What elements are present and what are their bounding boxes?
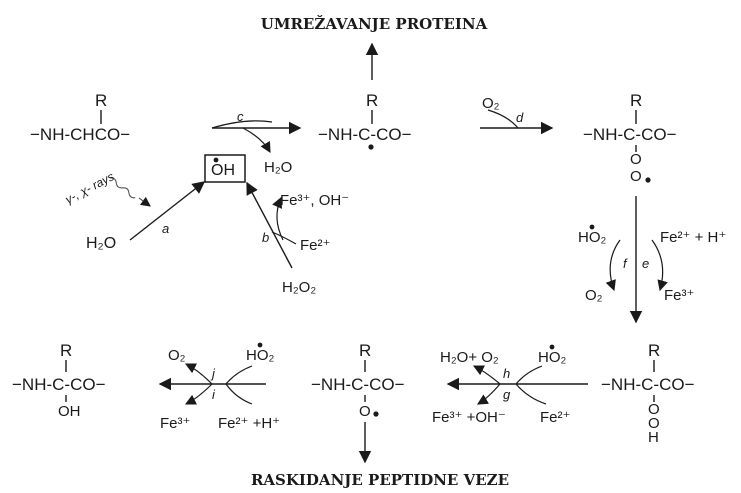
- ho2-f: HO₂: [578, 229, 607, 246]
- ho2-j-dot: [257, 342, 263, 348]
- molecule-2: R −NH-C-CO−: [318, 91, 412, 150]
- step-c-label: c: [237, 109, 244, 124]
- h2o-reactant: H₂O: [86, 235, 116, 252]
- h2o-o2-h: H₂O+ O₂: [440, 349, 499, 366]
- step-a: H₂O a γ-, χ- rays: [63, 169, 206, 252]
- molecule-6-chain: −NH-C-CO−: [12, 375, 106, 394]
- molecule-1-r: R: [95, 91, 107, 110]
- o2-f: O₂: [585, 287, 603, 304]
- hydroxyl-radical-box: OH: [204, 154, 246, 183]
- step-g-h: H₂O+ O₂ HO₂ h g Fe³⁺ +OH⁻ Fe²⁺: [432, 344, 588, 426]
- step-a-label: a: [162, 221, 169, 236]
- step-g-label: g: [503, 387, 511, 402]
- molecule-5-r: R: [359, 341, 371, 360]
- molecule-6-oh: OH: [58, 403, 81, 420]
- ho2-h: HO₂: [538, 349, 567, 366]
- molecule-2-radical-dot: [368, 144, 374, 150]
- ho2-j: HO₂: [246, 347, 275, 364]
- fe3-e: Fe³⁺: [664, 287, 694, 304]
- fe3-oh-g: Fe³⁺ +OH⁻: [432, 409, 506, 426]
- fe2-g: Fe²⁺: [540, 409, 570, 426]
- molecule-3-o1: O: [630, 151, 642, 168]
- step-e-label: e: [642, 256, 649, 271]
- molecule-4-h: H: [648, 429, 659, 446]
- molecule-3-radical-dot: [645, 177, 651, 183]
- step-h-label: h: [503, 366, 510, 381]
- step-f-label: f: [623, 256, 628, 271]
- molecule-5-radical-dot: [373, 411, 379, 417]
- fe2-h-e: Fe²⁺ + H⁺: [660, 229, 726, 246]
- molecule-3: R −NH-C-CO− O O: [583, 91, 677, 185]
- molecule-2-r: R: [366, 91, 378, 110]
- molecule-6-r: R: [60, 341, 72, 360]
- step-d-label: d: [516, 110, 524, 125]
- molecule-3-o2: O: [630, 168, 642, 185]
- molecule-5-o: O: [359, 403, 371, 420]
- h2o2-reactant: H₂O₂: [282, 279, 316, 296]
- step-c: c H₂O: [211, 109, 302, 176]
- molecule-3-r: R: [630, 91, 642, 110]
- molecule-4-chain: −NH-C-CO−: [601, 375, 695, 394]
- fe3-i: Fe³⁺: [160, 415, 190, 432]
- molecule-4-o1: O: [648, 401, 660, 418]
- step-i-j: O₂ HO₂ j i Fe³⁺ Fe²⁺ +H⁺: [158, 342, 280, 432]
- hydroxyl-radical-label: OH: [211, 162, 235, 179]
- step-d: O₂ d: [480, 95, 554, 135]
- molecule-2-chain: −NH-C-CO−: [318, 125, 412, 144]
- fe2-h-i: Fe²⁺ +H⁺: [218, 415, 280, 432]
- molecule-4-o2: O: [648, 415, 660, 432]
- rays-label: γ-, χ- rays: [63, 169, 117, 206]
- step-i-label: i: [212, 387, 216, 402]
- rays-wavy-arrow: [109, 177, 136, 199]
- molecule-1-chain: −NH-CHCO−: [30, 125, 130, 144]
- step-e-f: HO₂ Fe²⁺ + H⁺ f e O₂ Fe³⁺: [578, 196, 726, 324]
- step-j-label: j: [210, 366, 216, 381]
- molecule-6: R −NH-C-CO− OH: [12, 341, 106, 420]
- ho2-h-dot: [549, 344, 555, 350]
- molecule-4-r: R: [648, 341, 660, 360]
- o2-d: O₂: [482, 95, 500, 112]
- molecule-4: R −NH-C-CO− O O H: [601, 341, 695, 446]
- molecule-3-chain: −NH-C-CO−: [583, 125, 677, 144]
- h2o-product: H₂O: [264, 159, 292, 176]
- molecule-5-chain: −NH-C-CO−: [311, 375, 405, 394]
- ho2-f-dot: [589, 224, 595, 230]
- hydroxyl-radical-dot: [213, 157, 219, 163]
- step-b: b Fe³⁺, OH⁻ Fe²⁺ H₂O₂: [246, 181, 349, 296]
- o2-j: O₂: [168, 347, 186, 364]
- bottom-title: RASKIDANJE PEPTIDNE VEZE: [251, 471, 509, 489]
- step-b-label: b: [262, 230, 269, 245]
- fe2-b: Fe²⁺: [300, 237, 330, 254]
- molecule-1: R −NH-CHCO−: [30, 91, 130, 144]
- top-title: UMREŽAVANJE PROTEINA: [261, 15, 488, 33]
- molecule-5: R −NH-C-CO− O: [311, 341, 405, 420]
- fe3-oh-b: Fe³⁺, OH⁻: [280, 192, 349, 209]
